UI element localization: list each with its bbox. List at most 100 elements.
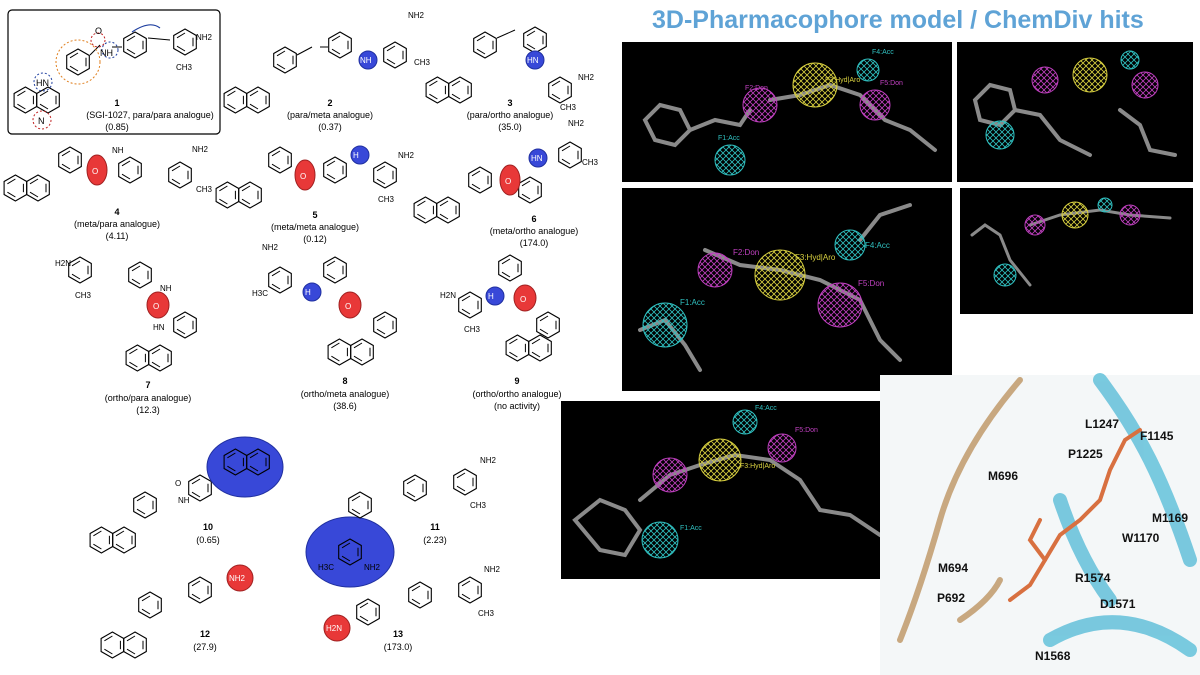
compound-number: 11 — [430, 522, 440, 532]
atom-label: NH2 — [398, 151, 415, 160]
residue-label: R1574 — [1075, 571, 1111, 585]
atom-label: H2N — [326, 624, 342, 633]
compound-number: 7 — [145, 380, 150, 390]
feature-label: F3:Hyd|Aro — [740, 463, 775, 470]
atom-label: O — [153, 302, 159, 311]
atom-label: NH — [178, 496, 190, 505]
compound-description: (para/meta analogue) — [287, 110, 373, 120]
compound-value: (0.37) — [318, 122, 342, 132]
atom-label: NH2 — [568, 119, 585, 128]
compound-value: (0.12) — [303, 234, 327, 244]
atom-label: HN — [36, 78, 49, 88]
compound-value: (4.11) — [106, 231, 129, 241]
compound-number: 4 — [114, 207, 119, 217]
compound-description: (ortho/meta analogue) — [301, 389, 390, 399]
compound-5-structure — [216, 145, 396, 208]
compound-value: (38.6) — [333, 401, 357, 411]
atom-label: O — [175, 479, 181, 488]
atom-label: CH3 — [75, 291, 92, 300]
atom-label: CH3 — [464, 325, 481, 334]
feature-label: F1:Acc — [680, 298, 705, 307]
atom-label: O — [95, 26, 102, 36]
atom-label: CH3 — [378, 195, 395, 204]
compound-1-box — [7, 9, 221, 135]
atom-label: CH3 — [196, 185, 213, 194]
atom-label: CH3 — [582, 158, 599, 167]
compound-number: 13 — [393, 629, 403, 639]
compound-11-structure — [305, 469, 476, 588]
atom-label: NH2 — [480, 456, 497, 465]
compound-value: (0.65) — [196, 535, 220, 545]
feature-label: F5:Don — [880, 80, 903, 87]
compound-number: 8 — [342, 376, 347, 386]
compound-8-structure — [269, 256, 397, 365]
atom-label: CH3 — [470, 501, 487, 510]
atom-label: NH2 — [229, 574, 246, 583]
atom-label: NH2 — [364, 563, 381, 572]
atom-label: HN — [531, 154, 543, 163]
atom-label: O — [345, 302, 351, 311]
feature-label: F1:Acc — [718, 135, 740, 142]
pharmacophore-panel-b — [957, 42, 1193, 182]
atom-label: H3C — [252, 289, 268, 298]
atom-label: O — [300, 172, 306, 181]
residue-label: P692 — [937, 591, 965, 605]
atom-label: CH3 — [414, 58, 431, 67]
feature-label: F4:Acc — [865, 241, 890, 250]
residue-label: N1568 — [1035, 649, 1071, 663]
atom-label: CH3 — [560, 103, 577, 112]
panel-title: 3D-Pharmacophore model / ChemDiv hits — [652, 6, 1144, 34]
compound-13-structure — [323, 577, 481, 642]
compound-9-structure — [459, 254, 560, 361]
atom-label: NH2 — [262, 243, 279, 252]
feature-label: F4:Acc — [872, 49, 894, 56]
compound-6-structure — [414, 142, 581, 223]
atom-label: H3C — [318, 563, 334, 572]
feature-label: F2:Don — [733, 248, 759, 257]
atom-label: CH3 — [478, 609, 495, 618]
compound-value: (35.0) — [498, 122, 522, 132]
atom-label: NH — [100, 48, 113, 58]
compound-1-structure — [14, 24, 196, 130]
compound-description: (ortho/para analogue) — [105, 393, 192, 403]
compound-3-structure — [426, 26, 571, 103]
compound-number: 12 — [200, 629, 210, 639]
atom-label: NH2 — [192, 145, 209, 154]
atom-label: O — [505, 177, 511, 186]
compound-4-structure — [4, 146, 191, 201]
feature-label: F5:Don — [858, 279, 884, 288]
compound-value: (12.3) — [136, 405, 160, 415]
atom-label: NH2 — [408, 11, 425, 20]
atom-label: H — [488, 292, 494, 301]
atom-label: N — [38, 116, 45, 126]
residue-label: L1247 — [1085, 417, 1119, 431]
pharmacophore-panel-a: F1:Acc F2:Don F3:Hyd|Aro F4:Acc F5:Don — [622, 42, 952, 182]
atom-label: NH2 — [578, 73, 595, 82]
compound-description: (para/ortho analogue) — [467, 110, 554, 120]
feature-label: F4:Acc — [755, 405, 777, 412]
compound-10-structure — [90, 436, 284, 553]
compound-number: 5 — [312, 210, 317, 220]
compound-description: (meta/meta analogue) — [271, 222, 359, 232]
atom-label: NH — [112, 146, 124, 155]
compound-number: 9 — [514, 376, 519, 386]
atom-label: NH2 — [196, 33, 213, 42]
compound-12-structure — [101, 564, 254, 658]
compound-description: (meta/ortho analogue) — [490, 226, 579, 236]
docking-pose: L1247 F1145 P1225 M696 M1169 W1170 M694 … — [880, 373, 1200, 675]
compound-number: 6 — [531, 214, 536, 224]
feature-label: F1:Acc — [680, 525, 702, 532]
atom-label: H2N — [55, 259, 71, 268]
compound-7-structure — [69, 257, 197, 371]
compound-number: 10 — [203, 522, 213, 532]
compound-description: (meta/para analogue) — [74, 219, 160, 229]
atom-label: HN — [153, 323, 165, 332]
compound-description: (ortho/ortho analogue) — [472, 389, 561, 399]
residue-label: M1169 — [1152, 511, 1188, 525]
compound-value: (no activity) — [494, 401, 540, 411]
compound-value: (2.23) — [423, 535, 447, 545]
atom-label: O — [520, 295, 526, 304]
feature-label: F3:Hyd|Aro — [825, 77, 860, 84]
feature-label: F2:Don — [745, 85, 768, 92]
